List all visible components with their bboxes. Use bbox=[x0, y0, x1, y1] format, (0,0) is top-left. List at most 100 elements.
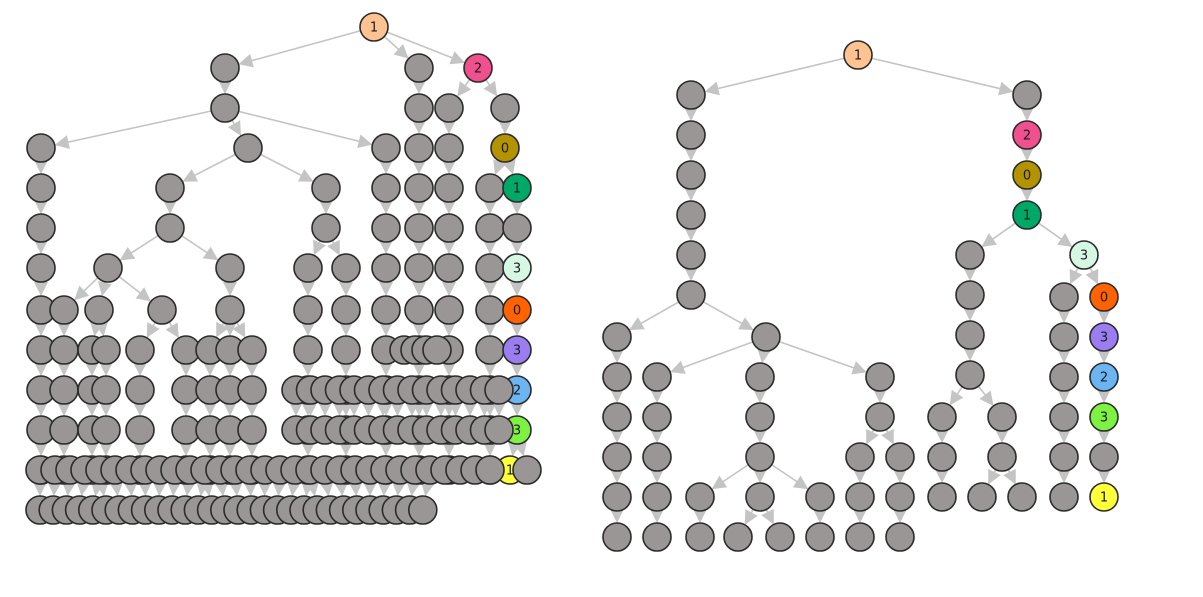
tree-node bbox=[404, 53, 434, 83]
labeled-tree-node: 0 bbox=[1012, 160, 1042, 190]
tree-edge-arrowhead bbox=[442, 120, 456, 134]
tree-edge-arrowhead bbox=[379, 160, 393, 174]
tree-edge-arrowhead bbox=[442, 322, 456, 336]
edges-layer bbox=[33, 29, 1111, 525]
tree-node bbox=[484, 415, 514, 445]
labeled-tree-node: 1 bbox=[1012, 200, 1042, 230]
tree-edge-arrowhead bbox=[348, 481, 363, 497]
tree-edge-arrowhead bbox=[379, 240, 393, 254]
tree-edge-arrowhead bbox=[379, 200, 393, 214]
tree-edge-arrowhead bbox=[463, 402, 477, 416]
node-circle bbox=[1089, 442, 1119, 472]
node-circle bbox=[91, 415, 121, 445]
tree-edge-arrowhead bbox=[303, 402, 318, 416]
tree-node bbox=[745, 442, 775, 472]
node-circle bbox=[293, 253, 323, 283]
labeled-node-circle bbox=[1089, 322, 1119, 352]
tree-edge-arrowhead bbox=[711, 475, 728, 490]
tree-edge-arrowhead bbox=[483, 282, 497, 296]
node-circle bbox=[49, 295, 79, 325]
tree-edge-arrowhead bbox=[981, 233, 997, 247]
node-circle bbox=[955, 280, 985, 310]
tree-node bbox=[371, 253, 401, 283]
tree-node bbox=[987, 402, 1017, 432]
tree-edge-arrowhead bbox=[47, 481, 62, 497]
tree-edge-arrowhead bbox=[483, 322, 497, 336]
node-label: 2 bbox=[513, 384, 521, 399]
tree-node bbox=[484, 375, 514, 405]
node-circle bbox=[927, 442, 957, 472]
tree-edge-arrowhead bbox=[357, 134, 373, 149]
tree-edge-arrowhead bbox=[513, 441, 527, 457]
tree-edge-arrowhead bbox=[152, 481, 167, 497]
tree-node bbox=[311, 213, 341, 243]
tree-edge-arrowhead bbox=[510, 200, 524, 214]
tree-edge-arrowhead bbox=[99, 402, 113, 416]
tree-edge-arrowhead bbox=[85, 362, 99, 376]
node-circle bbox=[1007, 482, 1037, 512]
node-circle bbox=[865, 362, 895, 392]
tree-node bbox=[745, 362, 775, 392]
tree-edge-arrowhead bbox=[1003, 468, 1016, 485]
tree-node bbox=[1049, 482, 1079, 512]
tree-edge-arrowhead bbox=[510, 322, 524, 336]
tree-edge-arrowhead bbox=[334, 481, 349, 497]
node-circle bbox=[475, 335, 505, 365]
node-circle bbox=[676, 240, 706, 270]
tree-node bbox=[1049, 402, 1079, 432]
tree-node bbox=[404, 93, 434, 123]
tree-edge-arrowhead bbox=[610, 389, 624, 403]
tree-edge-arrowhead bbox=[305, 481, 320, 497]
tree-node bbox=[84, 295, 114, 325]
node-circle bbox=[987, 402, 1017, 432]
node-circle bbox=[745, 362, 775, 392]
tree-node bbox=[845, 442, 875, 472]
node-circle bbox=[845, 442, 875, 472]
tree-node bbox=[371, 173, 401, 203]
node-circle bbox=[434, 93, 464, 123]
tree-edge-arrowhead bbox=[301, 362, 315, 376]
node-circle bbox=[676, 160, 706, 190]
node-circle bbox=[311, 173, 341, 203]
tree-node bbox=[1049, 322, 1079, 352]
tree-edge-arrowhead bbox=[510, 282, 524, 296]
node-circle bbox=[1012, 80, 1042, 110]
tree-edge-arrowhead bbox=[243, 481, 258, 497]
tree-edge-arrowhead bbox=[327, 239, 340, 256]
node-circle bbox=[602, 522, 632, 552]
tree-node bbox=[93, 253, 123, 283]
node-label: 3 bbox=[513, 344, 521, 359]
tree-node bbox=[26, 173, 56, 203]
tree-edge-arrowhead bbox=[1097, 389, 1111, 403]
node-circle bbox=[805, 482, 835, 512]
tree-node bbox=[49, 335, 79, 365]
tree-edge-arrowhead bbox=[133, 442, 147, 456]
tree-node bbox=[602, 322, 632, 352]
tree-edge-arrowhead bbox=[753, 469, 767, 483]
tree-node bbox=[434, 295, 464, 325]
tree-node bbox=[1049, 442, 1079, 472]
node-circle bbox=[311, 213, 341, 243]
tree-edge-arrowhead bbox=[272, 481, 287, 497]
node-circle bbox=[955, 360, 985, 390]
tree-edge-arrowhead bbox=[420, 481, 435, 497]
node-circle bbox=[93, 253, 123, 283]
node-circle bbox=[125, 375, 155, 405]
node-circle bbox=[215, 295, 245, 325]
node-circle bbox=[1049, 322, 1079, 352]
node-circle bbox=[237, 335, 267, 365]
tree-edge-arrowhead bbox=[753, 389, 767, 403]
tree-node bbox=[475, 253, 505, 283]
tree-node bbox=[237, 335, 267, 365]
node-circle bbox=[434, 295, 464, 325]
node-label: 2 bbox=[1100, 371, 1108, 386]
tree-node bbox=[237, 415, 267, 445]
labeled-node-circle bbox=[843, 40, 873, 70]
node-circle bbox=[955, 320, 985, 350]
tree-edge-arrowhead bbox=[376, 402, 390, 416]
tree-edge-arrowhead bbox=[813, 509, 827, 523]
tree-node bbox=[91, 375, 121, 405]
labeled-tree-node: 3 bbox=[502, 253, 532, 283]
node-circle bbox=[885, 522, 915, 552]
